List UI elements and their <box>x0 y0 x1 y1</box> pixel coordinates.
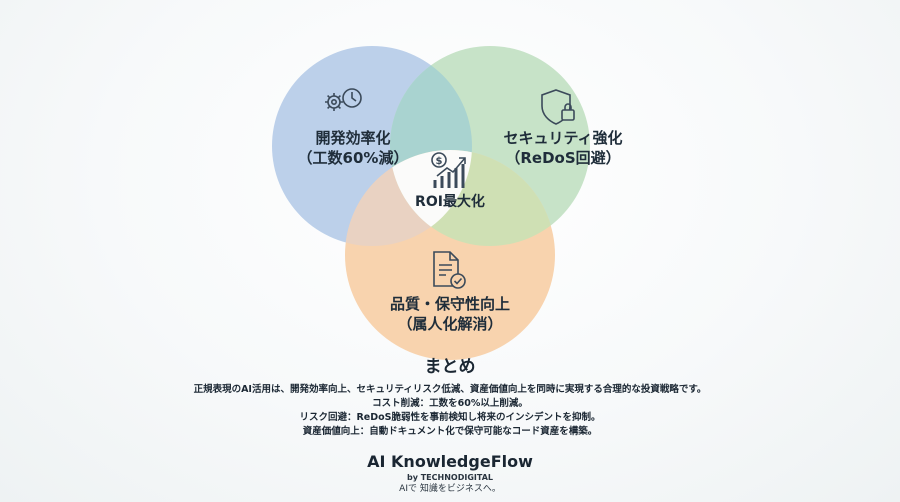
brand-footer: AI KnowledgeFlow by TECHNODIGITAL AIで 知識… <box>0 452 900 496</box>
roi-growth-icon: $ <box>431 152 466 188</box>
quality-label: 品質・保守性向上 （属人化解消） <box>389 295 510 333</box>
summary-line: コスト削減：工数を60%以上削減。 <box>372 398 528 409</box>
summary-line: 資産価値向上：自動ドキュメント化で保守可能なコード資産を構築。 <box>302 426 598 437</box>
document-check-icon <box>433 251 466 289</box>
brand-by: by TECHNODIGITAL <box>407 473 493 482</box>
svg-text:$: $ <box>436 156 443 167</box>
summary-line: リスク回避：ReDoS脆弱性を事前検知し将来のインシデントを抑制。 <box>299 412 601 423</box>
roi-label: ROI最大化 <box>415 194 485 210</box>
gear-clock-icon <box>325 88 362 111</box>
security-label: セキュリティ強化 （ReDoS回避） <box>503 129 623 167</box>
overlap-dev-quality <box>345 150 472 246</box>
brand-tagline: AIで 知識をビジネスへ。 <box>399 484 501 494</box>
brand-name: AI KnowledgeFlow <box>367 452 533 471</box>
shield-lock-icon <box>541 89 575 125</box>
development-efficiency-label: 開発効率化 （工数60%減） <box>297 129 409 167</box>
summary-section: まとめ 正規表現のAI活用は、開発効率向上、セキュリティリスク低減、資産価値向上… <box>0 352 900 439</box>
summary-line: 正規表現のAI活用は、開発効率向上、セキュリティリスク低減、資産価値向上を同時に… <box>193 384 707 395</box>
summary-title: まとめ <box>424 357 476 377</box>
